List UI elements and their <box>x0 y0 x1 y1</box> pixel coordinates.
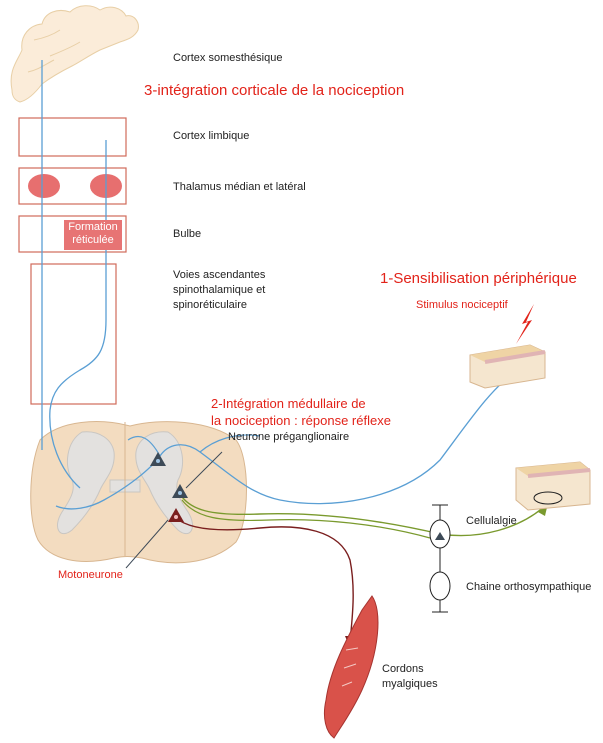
thalamus-box <box>18 167 127 205</box>
thalamus-label: Thalamus médian et latéral <box>173 181 306 193</box>
motoneurone-label: Motoneurone <box>58 569 123 581</box>
voies-ascendantes-box <box>30 263 117 405</box>
efferent-green <box>179 493 546 537</box>
stimulus-label: Stimulus nociceptif <box>416 299 508 311</box>
chaine-label: Chaine orthosympathique <box>466 581 592 593</box>
formation-reticulee-box: Formation réticulée <box>64 220 122 250</box>
cordons-line2: myalgiques <box>382 678 438 690</box>
cortex-limbique-label: Cortex limbique <box>173 130 250 142</box>
cortex-somesthesique-label: Cortex somesthésique <box>173 52 283 64</box>
integration-corticale-title: 3-intégration corticale de la nociceptio… <box>144 82 405 99</box>
ganglion-lower <box>429 571 451 601</box>
bulbe-label: Bulbe <box>173 228 202 240</box>
cordons-line1: Cordons <box>382 663 424 675</box>
sensibilisation-title: 1-Sensibilisation périphérique <box>380 270 577 287</box>
neurone-preganglionaire-label: Neurone préganglionaire <box>228 431 350 443</box>
integration-medullaire-line2: la nociception : réponse réflexe <box>211 413 391 428</box>
bulbe-box <box>18 215 127 253</box>
thalamus-nucleus-median <box>28 174 60 198</box>
efferent-motor <box>175 517 354 643</box>
cortex-shape <box>10 5 139 103</box>
afferent-blue <box>55 371 516 510</box>
lightning-icon <box>516 304 534 344</box>
formation-reticulee-line1: Formation <box>68 221 118 233</box>
integration-medullaire-line1: 2-Intégration médullaire de <box>211 396 366 411</box>
formation-reticulee-line2: réticulée <box>72 234 114 246</box>
voies-ascendantes-label: Voies ascendantes spinothalamique et spi… <box>173 268 265 313</box>
cellulalgie-label: Cellulalgie <box>466 515 517 527</box>
integration-medullaire-title: 2-Intégration médullaire de la nocicepti… <box>211 395 391 429</box>
voies-line3: spinoréticulaire <box>173 299 247 311</box>
ascending-path-2 <box>49 140 107 489</box>
voies-line2: spinothalamique et <box>173 284 266 296</box>
cordons-label: Cordons myalgiques <box>382 662 438 692</box>
cortex-limbique-box <box>18 117 127 157</box>
muscle-icon <box>323 595 379 739</box>
voies-line1: Voies ascendantes <box>173 269 266 281</box>
